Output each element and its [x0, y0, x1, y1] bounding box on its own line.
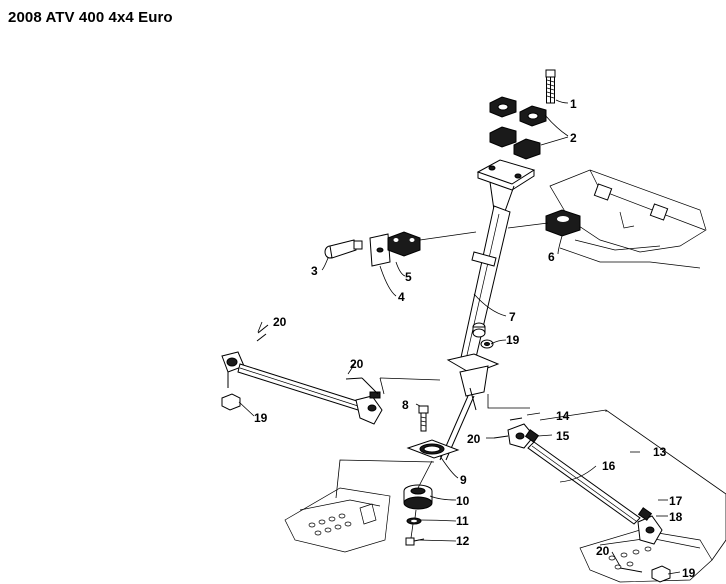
assembly-lines [335, 222, 726, 561]
callout-19-bottom-right: 19 [682, 566, 696, 580]
callout-9: 9 [460, 473, 467, 487]
bushing-6 [545, 209, 581, 237]
callout-16: 16 [602, 459, 616, 473]
callout-6: 6 [548, 250, 555, 264]
cotter-pin-20-left-top [256, 324, 269, 342]
callout-10: 10 [456, 494, 470, 508]
callout-18: 18 [669, 510, 683, 524]
callout-7: 7 [509, 310, 516, 324]
handlebar-clamps-2 [489, 96, 547, 160]
nut-19-center [472, 322, 494, 349]
bearing-10 [403, 484, 433, 510]
mount-bushing-5 [387, 231, 421, 257]
callout-3: 3 [311, 264, 318, 278]
bolt-1 [545, 69, 556, 104]
bolt-12 [405, 537, 425, 546]
cotter-pin-20-right [493, 417, 523, 439]
callout-19-left: 19 [254, 411, 268, 425]
callout-20-bottom-right: 20 [596, 544, 610, 558]
tie-rod-left [221, 351, 383, 425]
callout-20-right: 20 [467, 432, 481, 446]
callout-1: 1 [570, 97, 577, 111]
callout-19-center: 19 [506, 333, 520, 347]
callout-11: 11 [456, 514, 469, 528]
callout-12: 12 [456, 534, 470, 548]
mount-bolt-3 [324, 239, 363, 259]
callout-15: 15 [556, 429, 570, 443]
callout-8: 8 [402, 398, 409, 412]
callout-14: 14 [556, 409, 570, 423]
tie-rod-right [507, 423, 663, 545]
nut-19-bottom-right [651, 565, 671, 583]
bearing-flange-9 [406, 439, 460, 459]
callout-20-left-middle: 20 [350, 357, 364, 371]
callout-leaders [238, 99, 681, 575]
cotter-pin-20-bottom-right [619, 567, 643, 573]
nut-19-left [221, 393, 241, 411]
callout-numbers: 1 2 3 4 5 6 7 8 9 10 11 12 13 14 15 16 1… [254, 97, 696, 580]
callout-5: 5 [405, 270, 412, 284]
frame-bracket-lower-left [284, 487, 391, 553]
cotter-pin-20-left-bottom [345, 377, 379, 395]
washer-11 [406, 517, 422, 525]
callout-20-left-top: 20 [273, 315, 287, 329]
callout-2: 2 [570, 131, 577, 145]
callout-17: 17 [669, 494, 683, 508]
steering-post-7 [439, 159, 536, 461]
mount-bracket-4 [369, 233, 391, 267]
bolt-8 [418, 405, 429, 432]
callout-13: 13 [653, 445, 667, 459]
callout-4: 4 [398, 290, 405, 304]
diagram-title: 2008 ATV 400 4x4 Euro [8, 9, 173, 26]
